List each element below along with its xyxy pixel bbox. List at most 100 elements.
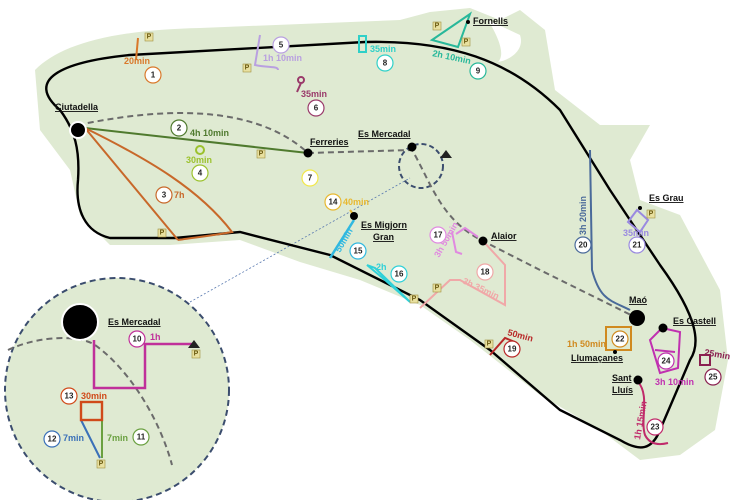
town-llumacanes: Llumaçanes [571, 353, 623, 363]
route-marker-23: 23 [646, 418, 664, 436]
route-24-line [648, 326, 682, 375]
route-marker-circle [704, 368, 722, 386]
route-1-line [135, 37, 139, 61]
route-20-duration: 3h 20min [578, 196, 588, 235]
route-marker-circle [628, 236, 646, 254]
inset-dashed-road [7, 337, 173, 466]
town-gran: Gran [373, 232, 394, 242]
route-3-duration: 7h [174, 190, 185, 200]
route-marker-number: 20 [579, 241, 588, 250]
route-marker-circle [503, 340, 521, 358]
svg-text:P: P [412, 296, 417, 303]
route-marker-circle [144, 66, 162, 84]
route-marker-22: 22 [611, 330, 629, 348]
route-16-duration: 2h [376, 262, 387, 272]
route-21-duration: 35min [623, 228, 649, 238]
svg-text:P: P [194, 351, 199, 358]
route-2-line [84, 127, 309, 154]
route-marker-number: 14 [329, 198, 338, 207]
route-marker-number: 16 [395, 270, 404, 279]
route-marker-2: 2 [170, 119, 188, 137]
route-6-duration: 35min [301, 89, 327, 99]
route-25-line [699, 354, 711, 366]
route-9-line [429, 11, 473, 49]
route-marker-number: 5 [279, 41, 284, 50]
svg-text:P: P [147, 34, 152, 41]
route-marker-circle [646, 418, 664, 436]
route-marker-number: 17 [434, 231, 443, 240]
route-marker-circle [301, 169, 319, 187]
route-17-line [451, 226, 479, 255]
route-marker-circle [611, 330, 629, 348]
es-castell-dot [658, 323, 668, 333]
route-marker-circle [469, 62, 487, 80]
route-18-line [419, 240, 506, 309]
svg-text:P: P [464, 39, 469, 46]
route-13-line [79, 400, 104, 422]
route-22-line [605, 326, 632, 351]
route-8-duration: 35min [370, 44, 396, 54]
route-22-duration: 1h 50min [567, 339, 606, 349]
route-marker-number: 25 [709, 373, 718, 382]
svg-text:P: P [99, 461, 104, 468]
route-marker-5: 5 [272, 36, 290, 54]
route-marker-circle [272, 36, 290, 54]
route-marker-circle [155, 186, 173, 204]
route-4-duration: 30min [186, 155, 212, 165]
route-marker-8: 8 [376, 54, 394, 72]
route-marker-6: 6 [307, 99, 325, 117]
town-es-mercadal: Es Mercadal [358, 129, 411, 139]
route-marker-number: 12 [48, 435, 57, 444]
route-marker-number: 21 [633, 241, 642, 250]
route-marker-number: 24 [662, 357, 671, 366]
route-15-line [328, 219, 356, 259]
route-marker-14: 14 [324, 193, 342, 211]
route-marker-number: 2 [177, 124, 182, 133]
route-marker-1: 1 [144, 66, 162, 84]
route-marker-number: 10 [133, 335, 142, 344]
route-marker-circle [60, 387, 78, 405]
route-25-duration: 25min [704, 347, 730, 361]
route-marker-24: 24 [657, 352, 675, 370]
route-14-duration: 40min [343, 197, 369, 207]
main-road-loop [45, 40, 697, 449]
route-marker-7: 7 [301, 169, 319, 187]
island-land [35, 8, 728, 460]
route-marker-number: 9 [476, 67, 481, 76]
route-marker-circle [429, 226, 447, 244]
route-marker-number: 15 [354, 247, 363, 256]
route-6-line [296, 76, 306, 93]
svg-text:P: P [259, 151, 264, 158]
route-12-line [80, 419, 101, 459]
route-marker-circle [476, 263, 494, 281]
route-marker-circle [128, 330, 146, 348]
route-marker-circle [132, 428, 150, 446]
route-marker-number: 11 [137, 433, 146, 442]
es-grau-dot [638, 206, 642, 210]
route-marker-circle [43, 430, 61, 448]
route-3-line [84, 127, 234, 241]
route-marker-10: 10 [128, 330, 146, 348]
route-marker-17: 17 [429, 226, 447, 244]
sant-lluis-dot [633, 375, 643, 385]
town-alaior: Alaior [491, 231, 517, 241]
route-marker-25: 25 [704, 368, 722, 386]
route-marker-circle [390, 265, 408, 283]
route-marker-number: 22 [616, 335, 625, 344]
route-marker-19: 19 [503, 340, 521, 358]
town-es-migjorn: Es Migjorn [361, 220, 407, 230]
route-marker-circle [574, 236, 592, 254]
svg-text:P: P [160, 230, 165, 237]
route-marker-13: 13 [60, 387, 78, 405]
route-marker-circle [349, 242, 367, 260]
inset-source-circle [398, 143, 444, 189]
town-es-castell: Es Castell [673, 316, 716, 326]
route-marker-11: 11 [132, 428, 150, 446]
fornells-bay [488, 20, 521, 62]
route-marker-15: 15 [349, 242, 367, 260]
route-23-line [637, 381, 669, 445]
fornells-dot [466, 20, 470, 24]
route-24-duration: 3h 10min [655, 377, 694, 387]
svg-text:P: P [435, 23, 440, 30]
